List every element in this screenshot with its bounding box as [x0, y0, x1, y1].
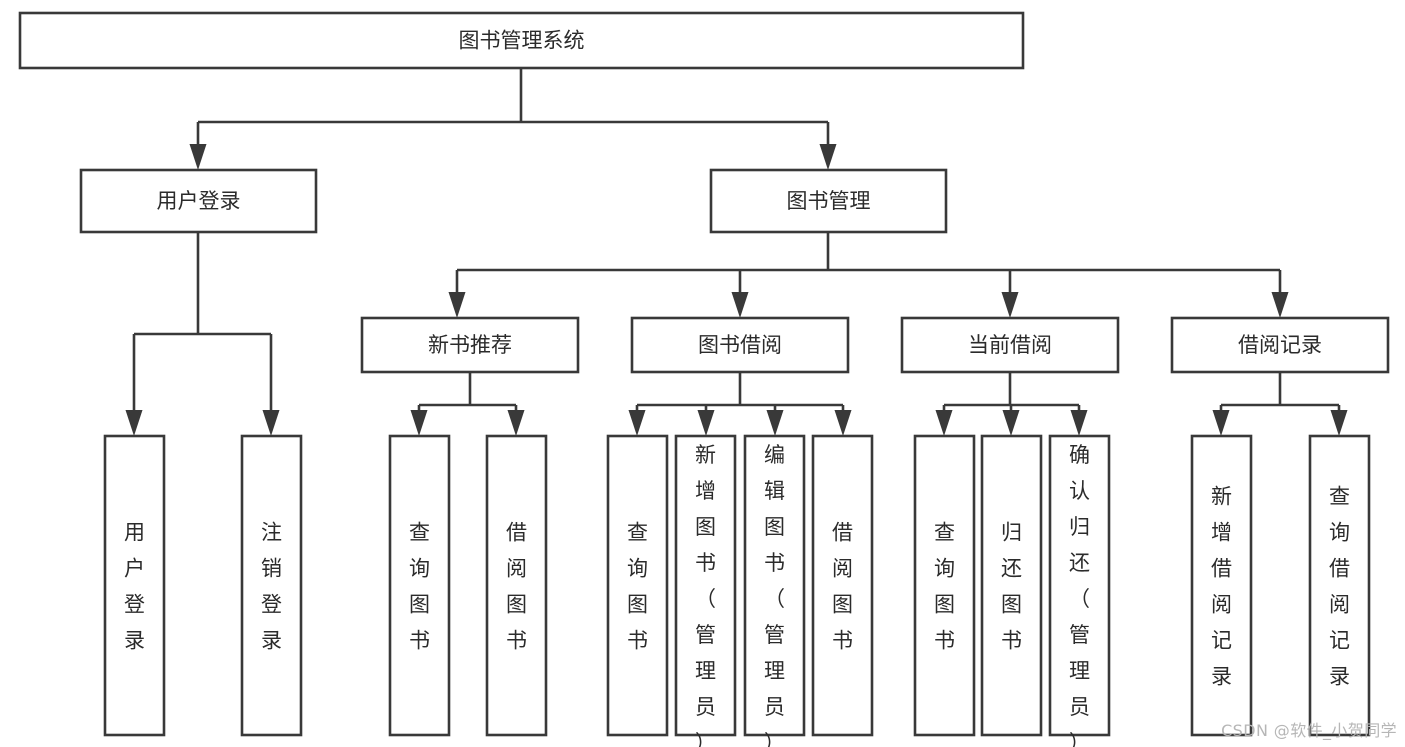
node-label: 新增图书（管理员） [695, 443, 716, 747]
node-box[interactable] [811, 434, 874, 737]
arrow-head-icon [628, 410, 646, 436]
node-book-borrow[interactable]: 图书借阅 [630, 316, 850, 374]
node-box[interactable] [388, 434, 451, 737]
node-leaf-confirm-return[interactable]: 确认归还（管理员） [1048, 434, 1111, 747]
node-box[interactable] [743, 434, 806, 737]
node-leaf-query-book-2[interactable]: 查询图书 [606, 434, 669, 737]
node-label: 注销登录 [261, 521, 282, 653]
node-leaf-query-record[interactable]: 查询借阅记录 [1308, 434, 1371, 737]
arrow-head-icon [1070, 410, 1088, 436]
node-label: 借阅图书 [506, 521, 527, 653]
node-root[interactable]: 图书管理系统 [18, 11, 1025, 70]
node-label: 借阅图书 [832, 521, 853, 653]
arrow-head-icon [448, 292, 466, 318]
arrow-head-icon [834, 410, 852, 436]
node-label: 图书借阅 [698, 333, 782, 357]
arrow-head-icon [189, 144, 207, 170]
connector-bookmanage-to-level2 [448, 232, 1289, 318]
node-box[interactable] [606, 434, 669, 737]
arrow-head-icon [410, 410, 428, 436]
node-box[interactable] [18, 11, 1025, 70]
node-box[interactable] [1170, 316, 1390, 374]
node-label: 归还图书 [1001, 521, 1022, 653]
arrow-head-icon [1001, 292, 1019, 318]
node-user-login[interactable]: 用户登录 [79, 168, 318, 234]
node-leaf-add-book[interactable]: 新增图书（管理员） [674, 434, 737, 747]
node-box[interactable] [1190, 434, 1253, 737]
node-box[interactable] [913, 434, 976, 737]
node-label: 新书推荐 [428, 333, 512, 357]
node-leaf-query-book-3[interactable]: 查询图书 [913, 434, 976, 737]
node-label: 用户登录 [157, 189, 241, 213]
node-label: 确认归还（管理员） [1069, 443, 1090, 747]
arrow-head-icon [1330, 410, 1348, 436]
arrow-head-icon [766, 410, 784, 436]
node-box[interactable] [1308, 434, 1371, 737]
arrow-head-icon [1002, 410, 1020, 436]
node-box[interactable] [103, 434, 166, 737]
connector-recommend-to-leaves [410, 372, 525, 436]
arrow-head-icon [935, 410, 953, 436]
node-leaf-return-book[interactable]: 归还图书 [980, 434, 1043, 737]
node-label: 图书管理系统 [459, 29, 585, 53]
node-box[interactable] [709, 168, 948, 234]
node-box[interactable] [980, 434, 1043, 737]
connector-current-to-leaves [935, 372, 1088, 436]
node-box[interactable] [485, 434, 548, 737]
node-label: 当前借阅 [968, 333, 1052, 357]
node-label: 编辑图书（管理员） [764, 443, 785, 747]
connector-record-to-leaves [1212, 372, 1348, 436]
node-book-manage[interactable]: 图书管理 [709, 168, 948, 234]
node-label: 查询借阅记录 [1329, 485, 1350, 689]
arrow-head-icon [262, 410, 280, 436]
nodes-layer: 图书管理系统用户登录图书管理新书推荐图书借阅当前借阅借阅记录用户登录注销登录查询… [18, 11, 1390, 747]
node-leaf-edit-book[interactable]: 编辑图书（管理员） [743, 434, 806, 747]
node-label: 查询图书 [627, 521, 648, 653]
node-box[interactable] [1048, 434, 1111, 737]
node-box[interactable] [79, 168, 318, 234]
arrow-head-icon [697, 410, 715, 436]
arrow-head-icon [1271, 292, 1289, 318]
node-leaf-logout[interactable]: 注销登录 [240, 434, 303, 737]
node-label: 新增借阅记录 [1211, 485, 1232, 689]
connector-userlogin-to-leaves [125, 232, 280, 436]
node-label: 图书管理 [787, 189, 871, 213]
node-box[interactable] [900, 316, 1120, 374]
node-box[interactable] [630, 316, 850, 374]
arrow-head-icon [731, 292, 749, 318]
node-leaf-query-book-1[interactable]: 查询图书 [388, 434, 451, 737]
node-leaf-borrow-book-2[interactable]: 借阅图书 [811, 434, 874, 737]
node-label: 用户登录 [124, 521, 145, 653]
node-current-borrow[interactable]: 当前借阅 [900, 316, 1120, 374]
arrow-head-icon [1212, 410, 1230, 436]
node-borrow-record[interactable]: 借阅记录 [1170, 316, 1390, 374]
node-box[interactable] [240, 434, 303, 737]
node-label: 借阅记录 [1238, 333, 1322, 357]
node-new-book-recommend[interactable]: 新书推荐 [360, 316, 580, 374]
node-label: 查询图书 [934, 521, 955, 653]
arrow-head-icon [507, 410, 525, 436]
node-label: 查询图书 [409, 521, 430, 653]
connector-root-to-level1 [189, 68, 837, 170]
node-leaf-borrow-book-1[interactable]: 借阅图书 [485, 434, 548, 737]
node-leaf-add-record[interactable]: 新增借阅记录 [1190, 434, 1253, 737]
arrow-head-icon [125, 410, 143, 436]
node-leaf-user-login[interactable]: 用户登录 [103, 434, 166, 737]
arrow-head-icon [819, 144, 837, 170]
connectors-layer [125, 68, 1348, 436]
connector-borrow-to-leaves [628, 372, 852, 436]
node-box[interactable] [674, 434, 737, 737]
node-box[interactable] [360, 316, 580, 374]
